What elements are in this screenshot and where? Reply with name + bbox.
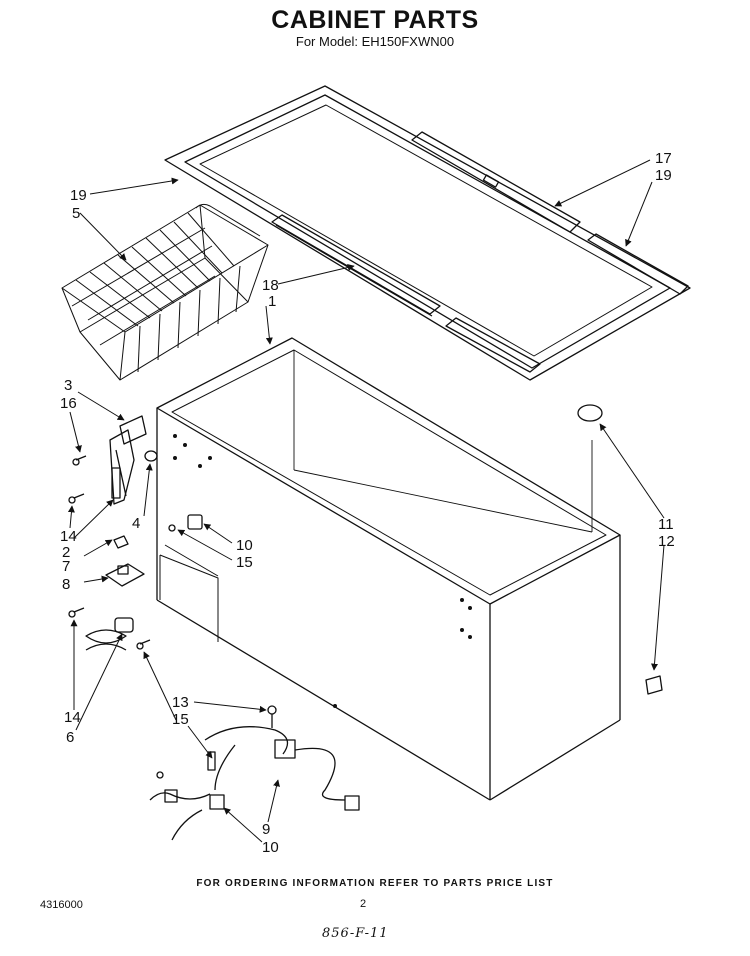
drain-clip bbox=[645, 675, 663, 695]
callout-17: 17 bbox=[655, 150, 672, 167]
callout-6: 6 bbox=[66, 729, 74, 746]
callout-12: 12 bbox=[658, 533, 675, 550]
breaker-strip-front bbox=[445, 317, 541, 373]
document-number: 4316000 bbox=[40, 899, 83, 911]
ordering-note: FOR ORDERING INFORMATION REFER TO PARTS … bbox=[196, 878, 554, 889]
callout-1: 1 bbox=[268, 293, 276, 310]
callout-13: 13 bbox=[172, 694, 189, 711]
callout-2: 2 bbox=[62, 544, 70, 561]
callout-14-upper: 14 bbox=[60, 528, 77, 545]
callout-14-lower: 14 bbox=[64, 709, 81, 726]
wiring-harness bbox=[149, 705, 360, 841]
breaker-strip-18 bbox=[271, 214, 441, 317]
callout-3: 3 bbox=[64, 377, 72, 394]
callout-7: 7 bbox=[62, 558, 70, 575]
lid-gasket-frame bbox=[164, 85, 691, 381]
handwritten-note: 856-F-11 bbox=[322, 926, 389, 941]
callout-10-upper: 10 bbox=[236, 537, 253, 554]
hinge-bracket-8 bbox=[105, 563, 145, 587]
connector-10-upper bbox=[168, 514, 203, 532]
callout-15-upper: 15 bbox=[236, 554, 253, 571]
callout-leaders bbox=[67, 159, 665, 843]
hinge-assembly bbox=[109, 415, 158, 505]
page-title: CABINET PARTS bbox=[271, 6, 479, 34]
callout-labels: 19 5 18 1 17 19 3 16 14 2 4 7 8 10 15 11… bbox=[60, 150, 675, 856]
callout-15-lower: 15 bbox=[172, 711, 189, 728]
hinge-cover-7 bbox=[113, 535, 129, 549]
cabinet-liner bbox=[156, 337, 621, 801]
callout-8: 8 bbox=[62, 576, 70, 593]
callout-9: 9 bbox=[262, 821, 270, 838]
wire-basket bbox=[61, 203, 269, 381]
thermostat-6 bbox=[85, 617, 134, 651]
page-number: 2 bbox=[360, 898, 367, 910]
callout-19-right: 19 bbox=[655, 167, 672, 184]
callout-19-left: 19 bbox=[70, 187, 87, 204]
callout-16: 16 bbox=[60, 395, 77, 412]
plug-button bbox=[577, 404, 603, 422]
breaker-strip-17 bbox=[411, 131, 581, 233]
callout-10-lower: 10 bbox=[262, 839, 279, 856]
screws-14-16 bbox=[68, 455, 151, 650]
callout-5: 5 bbox=[72, 205, 80, 222]
callout-11: 11 bbox=[658, 516, 674, 533]
callout-4: 4 bbox=[132, 515, 140, 532]
breaker-strip-19-right bbox=[587, 233, 689, 295]
model-subtitle: For Model: EH150FXWN00 bbox=[295, 34, 455, 49]
cabinet-screw-holes bbox=[173, 434, 472, 708]
callout-18: 18 bbox=[262, 277, 279, 294]
